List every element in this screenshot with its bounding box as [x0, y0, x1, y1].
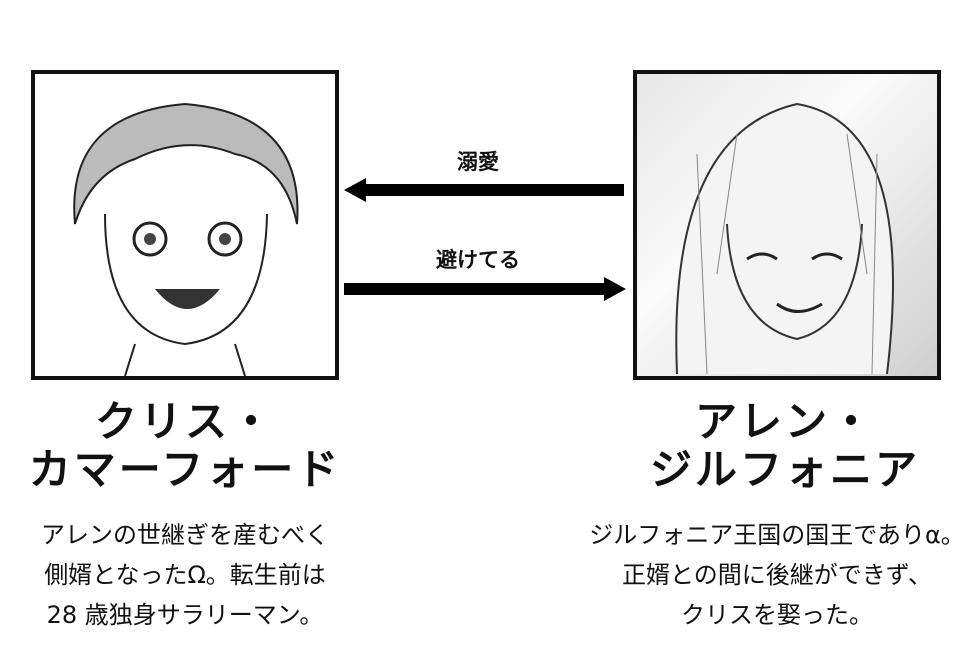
desc-line: クリスを娶った。: [681, 601, 873, 629]
character-desc-chris: アレンの世継ぎを産むべく 側婿となったΩ。転生前は 28 歳独身サラリーマン。: [0, 515, 405, 635]
character-name-allen: アレン・ ジルフォニア: [575, 398, 977, 494]
name-line: ジルフォニア: [649, 445, 920, 494]
arrow-right: [344, 277, 626, 301]
name-line: アレン・: [694, 397, 875, 446]
character-name-chris: クリス・ カマーフォード: [0, 398, 395, 494]
desc-line: 側婿となったΩ。転生前は: [44, 561, 326, 589]
name-line: カマーフォード: [28, 445, 342, 494]
desc-line: ジルフォニア王国の国王でありα。: [589, 521, 965, 549]
relation-label-avoid: 避けてる: [436, 248, 520, 272]
desc-line: 正婿との間に後継ができず、: [621, 561, 933, 589]
desc-line: アレンの世継ぎを産むべく: [41, 521, 329, 549]
desc-line: 28 歳独身サラリーマン。: [46, 601, 324, 629]
allen-illustration: [675, 102, 894, 375]
portrait-chris: [31, 70, 339, 380]
chris-illustration: [73, 102, 299, 376]
portrait-allen: [633, 70, 941, 380]
name-line: クリス・: [94, 397, 275, 446]
character-desc-allen: ジルフォニア王国の国王でありα。 正婿との間に後継ができず、 クリスを娶った。: [557, 515, 977, 635]
relation-label-dote: 溺愛: [457, 150, 499, 174]
arrow-left: [344, 178, 624, 202]
